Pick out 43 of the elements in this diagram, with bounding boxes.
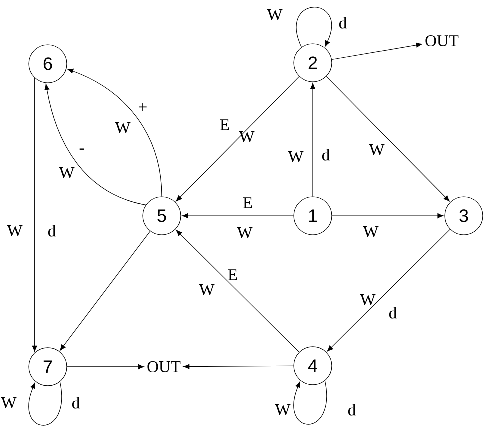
edge-label: W — [59, 167, 75, 179]
edge-label: W — [199, 284, 215, 296]
arrow — [176, 76, 300, 202]
text-label: + — [139, 103, 147, 112]
text-label: d — [339, 17, 347, 29]
arrow — [184, 364, 294, 370]
edge-label: W — [115, 122, 131, 134]
edge-label: W — [369, 144, 385, 156]
text-label: E — [228, 270, 238, 280]
output-label: OUT — [148, 361, 181, 373]
text-label: E — [243, 198, 252, 208]
arrow — [182, 213, 294, 218]
text-label: d — [389, 307, 397, 319]
edge-label: W — [360, 294, 376, 306]
edge-label: W — [288, 151, 304, 163]
loop-arrow — [28, 382, 62, 426]
curved-arrow — [67, 68, 162, 197]
loop-arrow — [294, 380, 328, 425]
text-label: - — [80, 148, 84, 150]
arrow — [332, 213, 444, 218]
text-label: d — [322, 149, 330, 161]
arrow — [332, 42, 422, 60]
edge-label: W — [267, 9, 283, 21]
text-label: d — [48, 225, 56, 237]
arrow — [60, 231, 151, 351]
curved-arrow — [44, 84, 146, 206]
arrow — [67, 364, 144, 370]
arrow — [32, 78, 38, 352]
text-label: E — [220, 120, 230, 130]
edge-label: W — [239, 131, 255, 143]
arrow — [326, 76, 450, 202]
edge-label: W — [363, 226, 379, 238]
arrow — [310, 83, 316, 197]
edge-label: W — [275, 404, 291, 416]
output-label: OUT — [426, 35, 459, 47]
loop-arrow — [296, 7, 332, 48]
edge-label: W — [237, 227, 253, 239]
arrow — [327, 229, 451, 352]
text-label: d — [72, 397, 80, 409]
arrow — [176, 230, 300, 353]
edge-label: W — [7, 225, 23, 237]
edge-label: W — [1, 397, 17, 409]
text-label: d — [348, 404, 356, 416]
